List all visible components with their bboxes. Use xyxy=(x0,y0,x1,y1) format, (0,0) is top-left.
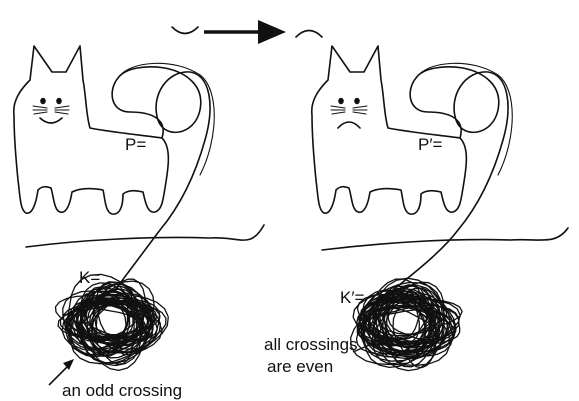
right-cat-eye-left xyxy=(338,97,344,105)
smile-symbol xyxy=(171,26,199,35)
left-cat-eye-left xyxy=(40,97,46,105)
right-cat-mouth-frown xyxy=(337,121,361,129)
left-cat-label: P= xyxy=(125,135,146,154)
left-string-loop xyxy=(117,62,215,176)
right-cat-label: P′= xyxy=(418,135,443,154)
yarn-strand xyxy=(363,297,451,372)
right-string-loop xyxy=(415,62,513,176)
left-cat-mouth-smile xyxy=(39,117,63,124)
left-cat-eye-right xyxy=(56,97,62,105)
yarn-strand xyxy=(65,306,141,358)
yarn-strand xyxy=(350,290,451,366)
right-ground-line xyxy=(321,227,569,251)
right-cat-body xyxy=(310,45,468,215)
right-cat xyxy=(310,45,468,215)
odd-crossing-arrow-shaft xyxy=(48,363,71,386)
yarn-strand xyxy=(371,295,463,335)
right-yarn-label: K′= xyxy=(340,288,365,307)
left-cat-body xyxy=(12,45,170,215)
even-crossing-annotation-line2: are even xyxy=(267,357,333,376)
yarn-strand xyxy=(66,300,154,339)
left-cat xyxy=(12,45,170,215)
yarn-strand xyxy=(367,306,454,345)
left-yarn-label: K= xyxy=(79,268,100,287)
odd-crossing-annotation: an odd crossing xyxy=(62,381,182,400)
yarn-strand xyxy=(80,301,129,354)
yarn-strand xyxy=(384,301,453,348)
frown-symbol xyxy=(295,29,323,38)
right-cat-whiskers xyxy=(330,105,368,115)
right-cat-eye-right xyxy=(354,97,360,105)
even-crossing-annotation-line1: all crossings xyxy=(264,335,358,354)
yarn-strand xyxy=(64,299,143,340)
left-ground-line xyxy=(25,224,265,248)
even-crossing-pointer xyxy=(352,336,389,353)
yarn-strand xyxy=(356,288,437,349)
yarn-strand xyxy=(80,293,161,337)
yarn-strand xyxy=(80,290,129,336)
mood-transition xyxy=(171,20,323,44)
odd-crossing-arrow-head xyxy=(63,359,74,370)
left-yarn-ball xyxy=(54,273,169,372)
left-string xyxy=(111,66,211,291)
transition-arrow-head xyxy=(258,20,286,44)
right-string xyxy=(392,66,509,291)
left-cat-whiskers xyxy=(32,105,70,115)
yarn-strand xyxy=(77,282,145,342)
right-yarn-ball xyxy=(350,277,463,372)
